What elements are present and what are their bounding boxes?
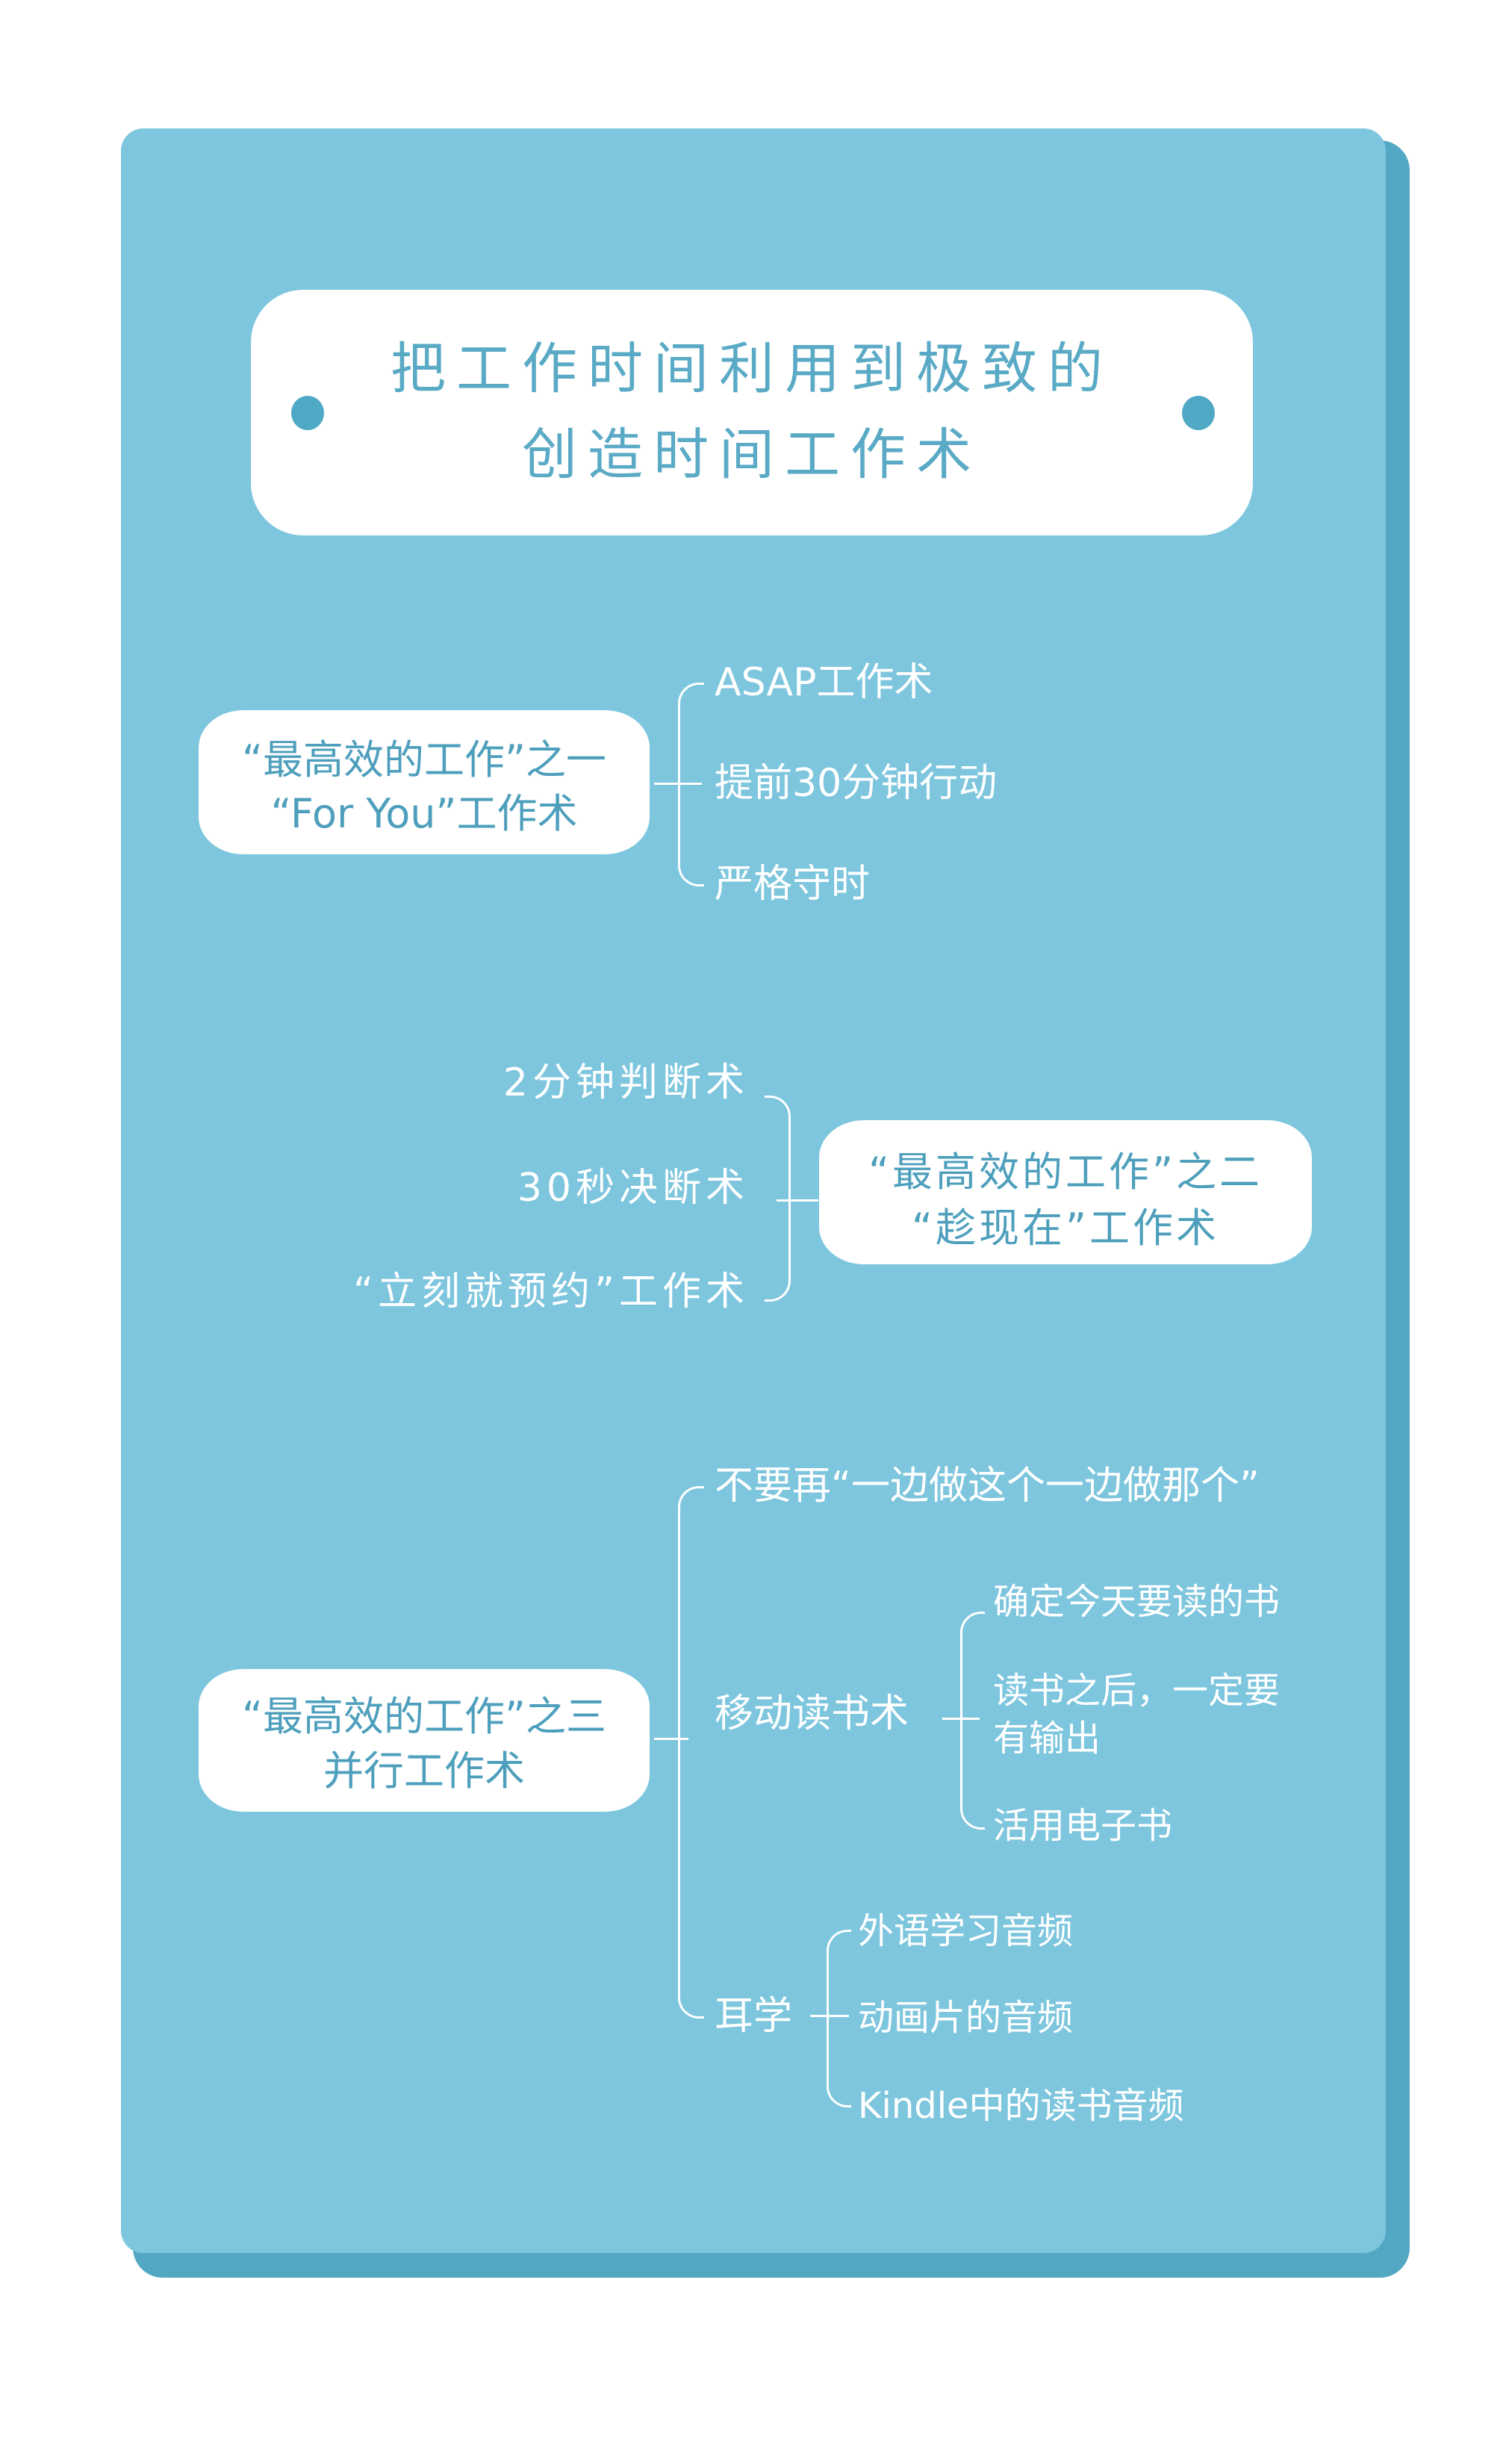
section-3-item: 耳学 [715,1994,793,2039]
left-dot-icon [291,396,324,430]
section-3-bracket [678,1486,704,2019]
ear-learning-child: 动画片的音频 [858,1997,1074,2039]
title-box [251,290,1253,535]
mobile-reading-child: 确定今天要读的书 [993,1581,1281,1623]
section-2-bracket-tick [777,1199,818,1202]
section-1-node-line-1: “最高效的工作”之一 [242,736,606,783]
page-title-line-2: 创造时间工作术 [522,423,982,487]
mobile-reading-child: 读书之后，一定要 [993,1670,1281,1712]
section-1-node [199,710,650,854]
section-1-bracket-tick [678,783,702,785]
section-1-node-line-2: “For You”工作术 [270,790,578,837]
ear-learning-connector [810,2015,827,2017]
section-3-node-line-2: 并行工作术 [323,1747,525,1795]
section-1-item: 提前30分钟行动 [715,761,998,806]
section-2-item: “立刻就预约”工作术 [353,1270,749,1314]
section-2-node [819,1120,1312,1264]
section-2-item: 30秒决断术 [517,1166,749,1211]
section-3-bracket-tick [678,1738,688,1740]
section-3-item: 不要再“一边做这个一边做那个” [715,1464,1260,1509]
section-2-node-line-2: “趁现在”工作术 [912,1205,1219,1252]
right-dot-icon [1182,396,1215,430]
section-1-connector [654,783,679,785]
mobile-reading-child: 有输出 [993,1718,1101,1759]
mobile-reading-bracket [960,1612,985,1830]
section-1-item: ASAP工作术 [715,660,933,705]
mobile-reading-bracket-tick [960,1718,980,1720]
section-3-connector [654,1738,679,1740]
section-2-bracket [765,1096,791,1302]
ear-learning-child: Kindle中的读书音频 [858,2085,1184,2127]
mobile-reading-connector [942,1718,960,1720]
section-2-item: 2分钟判断术 [503,1060,749,1105]
section-3-item: 移动读书术 [715,1691,909,1736]
ear-learning-child: 外语学习音频 [858,1910,1074,1952]
ear-learning-bracket-tick [827,2015,849,2017]
mobile-reading-child: 活用电子书 [993,1805,1173,1847]
section-3-node-line-1: “最高效的工作”之三 [242,1693,606,1740]
section-1-item: 严格守时 [715,862,871,907]
ear-learning-bracket [827,1930,851,2107]
section-3-node [199,1669,650,1812]
section-2-node-line-1: “最高效的工作”之二 [868,1149,1263,1196]
page-title-line-1: 把工作时间利用到极致的 [391,337,1113,401]
